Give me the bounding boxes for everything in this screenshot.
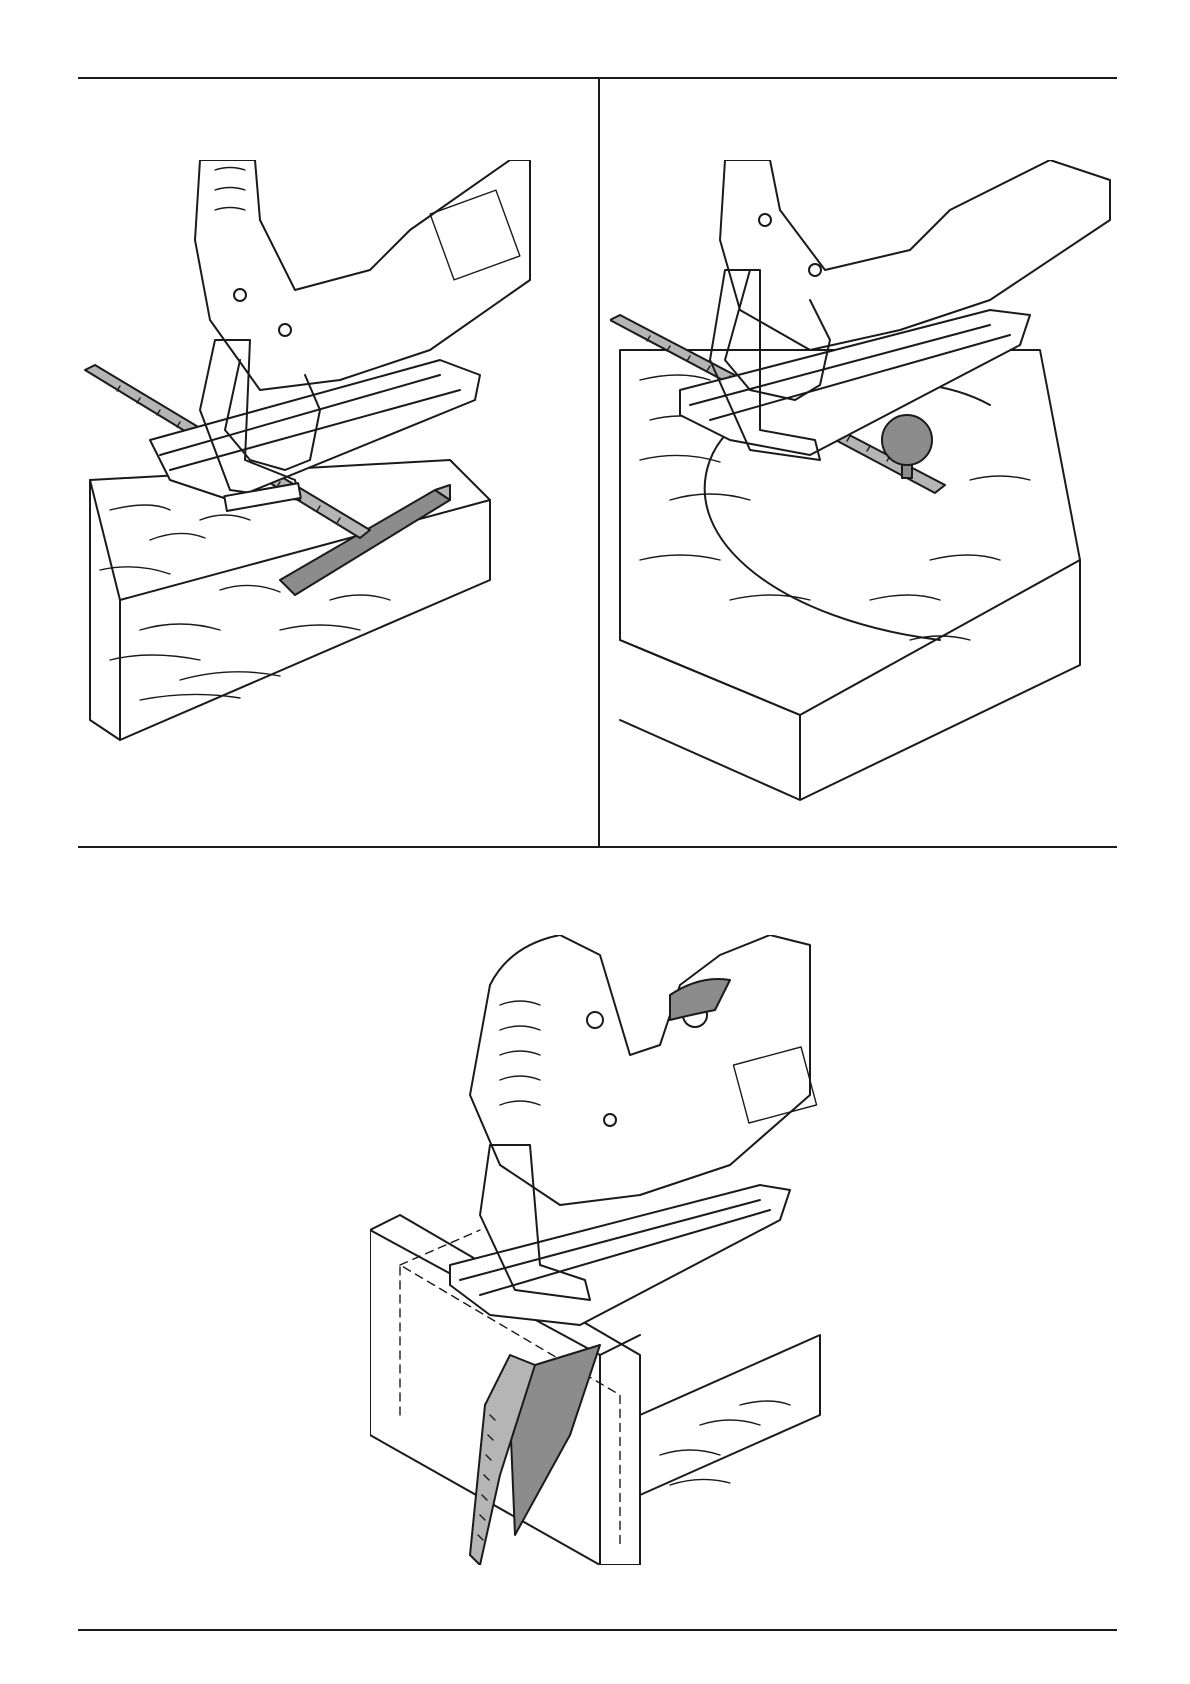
figure-parallel-guide	[80, 160, 595, 790]
jigsaw-shoe	[450, 1185, 790, 1325]
saw-blade	[470, 1345, 600, 1565]
bottom-rule	[78, 1629, 1117, 1631]
column-divider	[598, 77, 600, 847]
figure-blade-cut	[370, 935, 840, 1565]
figure-circle-guide	[610, 160, 1115, 810]
